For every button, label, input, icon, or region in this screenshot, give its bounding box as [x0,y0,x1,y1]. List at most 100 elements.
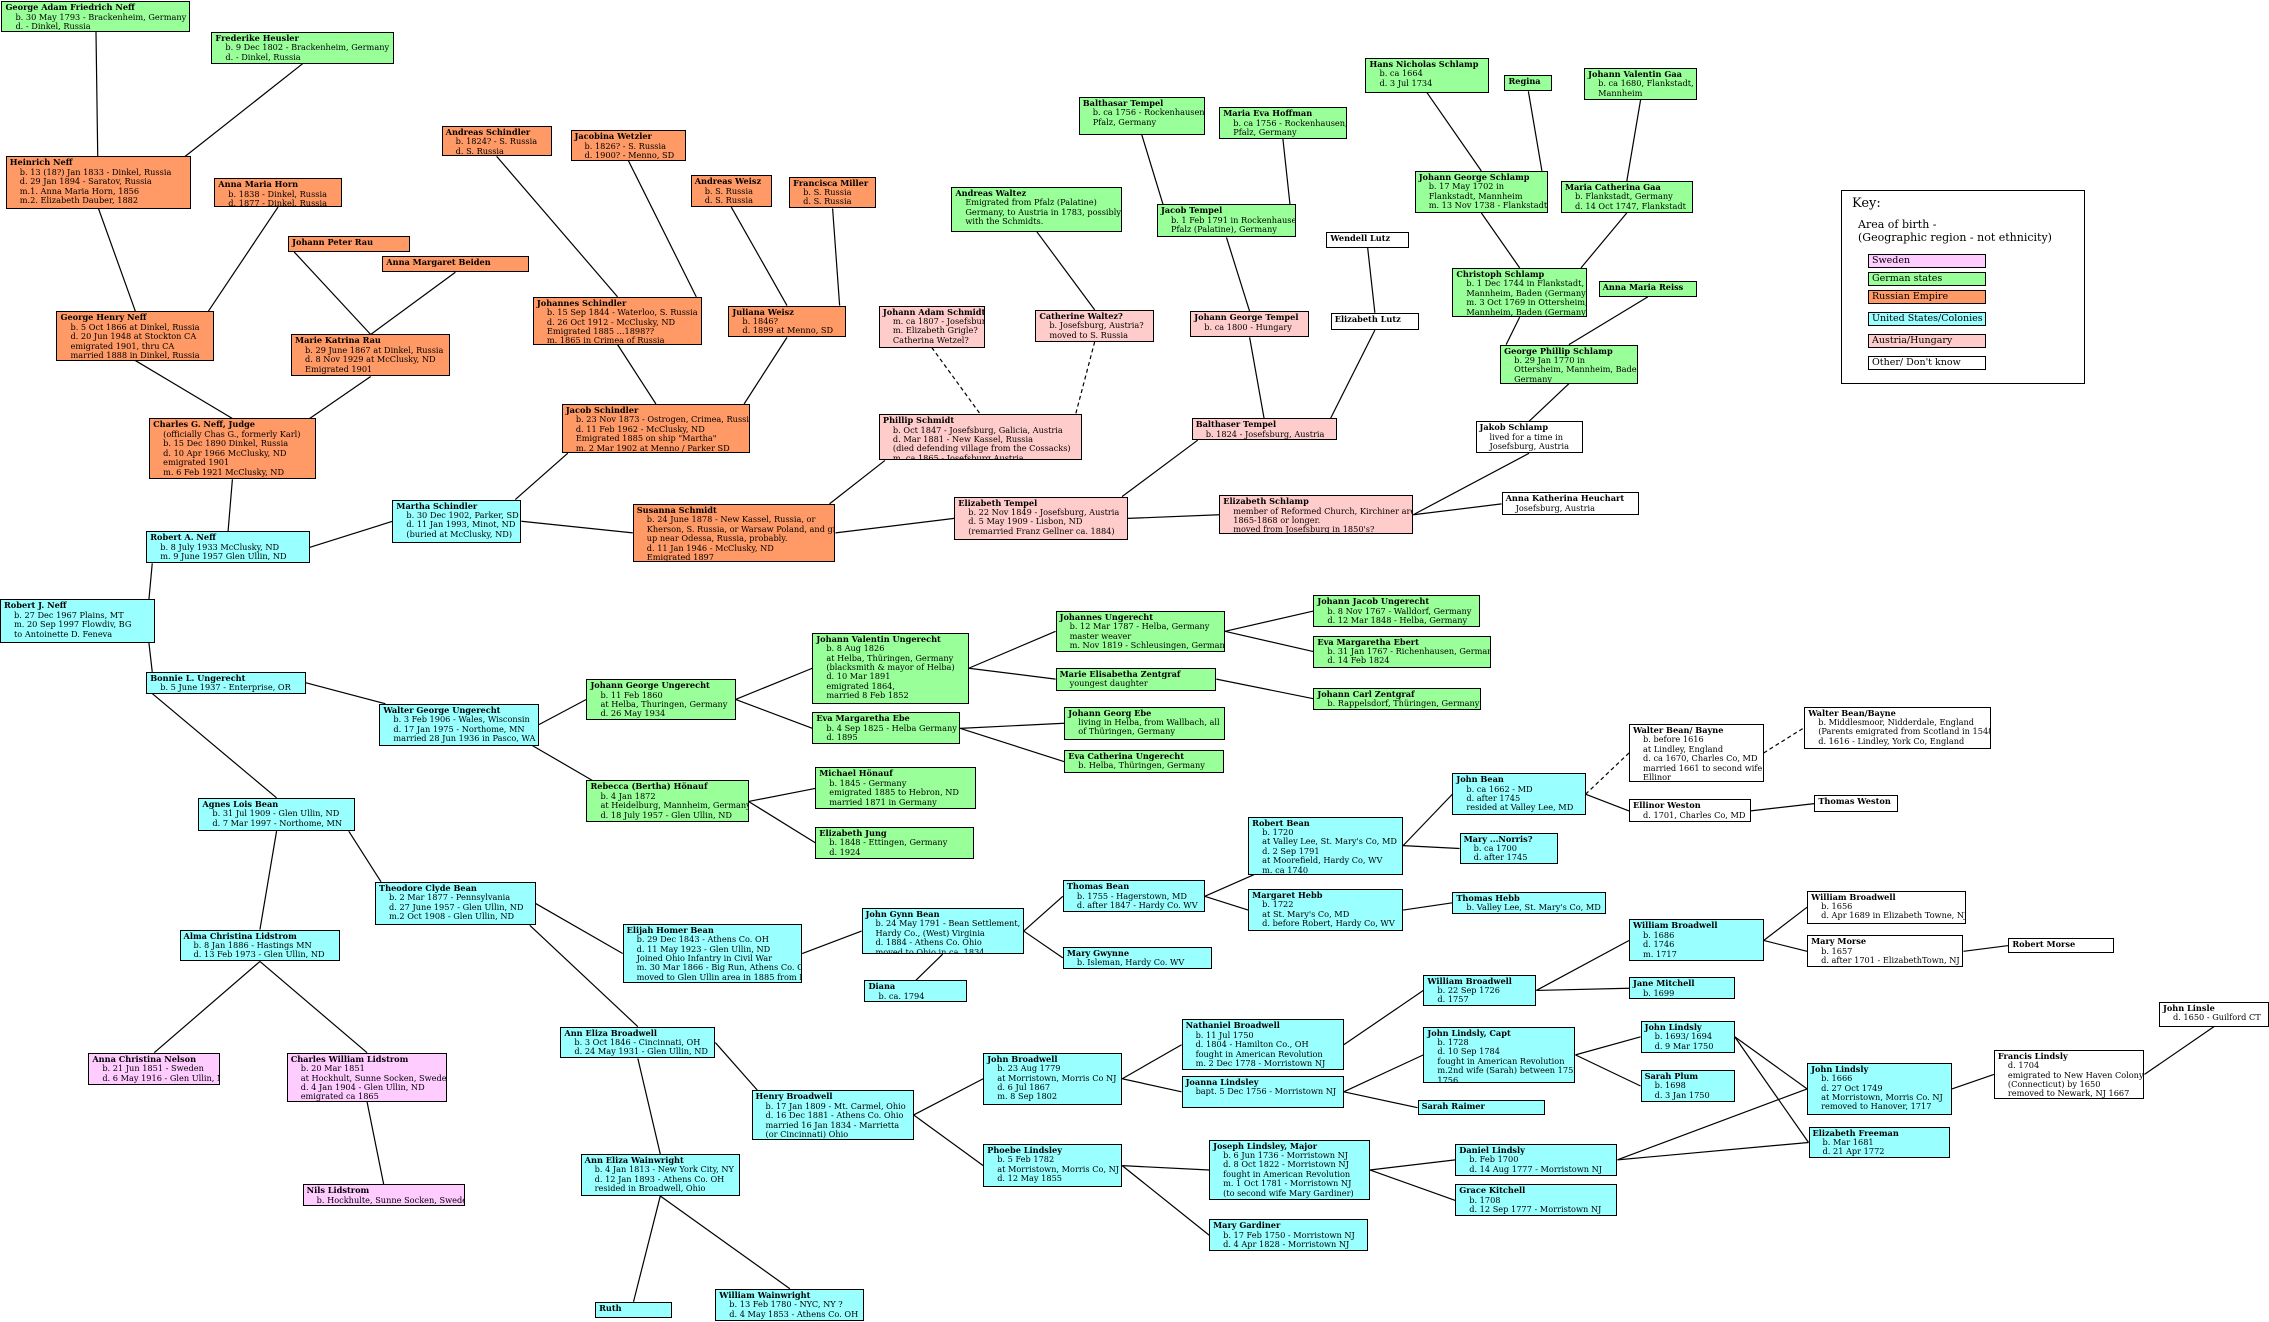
person-detail: b. 24 June 1878 - New Kassel, Russia, or [646,514,816,525]
person-name: Johann George Ungerecht [590,680,710,691]
person-name: John Broadwell [987,1053,1058,1064]
person-name: Elizabeth Tempel [958,497,1038,508]
person-detail: Emigrated 1885 on ship "Martha" [575,433,717,444]
legend-subtitle-2: (Geographic region - not ethnicity) [1858,231,2052,244]
connector-jprau-mkrau [293,251,372,335]
person-detail: b. before 1616 [1643,734,1704,745]
connector-jlindsleymajor-gkitchell [1369,1169,1456,1201]
person-detail: d. Mar 1881 - New Kassel, Russia [892,433,1033,444]
person-detail: b. Mar 1681 [1822,1136,1874,1147]
person-detail: Kherson, S. Russia, or Warsaw Poland, an… [646,523,836,534]
person-detail: b. 5 Feb 1782 [997,1154,1055,1165]
person-name: Mary Morse [1811,936,1867,947]
person-detail: d. Apr 1689 in Elizabeth Towne, NJ [1821,910,1967,921]
person-detail: b. 30 Dec 1902, Parker, SD [406,509,519,520]
person-detail: d. 14 Feb 1824 [1327,655,1390,666]
person-detail: b. 8 Aug 1826 [826,643,885,654]
connector-jwetzler-jschindler [627,160,697,298]
person-detail: b. 1838 - Dinkel, Russia [228,188,327,199]
person-box-thweston: Thomas Weston [1814,794,1899,813]
person-detail: married 16 Jan 1834 - Marrietta [765,1119,900,1130]
person-detail: b. 15 Sep 1844 - Waterloo, S. Russia [546,307,698,318]
person-detail: Mannheim [1598,87,1643,98]
person-detail: at Helba, Thüringen, Germany [826,652,954,663]
person-detail: b. 24 May 1791 - Bean Settlement, [875,918,1021,929]
person-detail: b. 1824 - Josefsburg, Austria [1205,428,1325,439]
person-name: Maria Catherina Gaa [1564,182,1661,192]
person-name: Johann Peter Rau [292,237,374,248]
person-detail: 1865-1868 or longer. [1233,515,1321,526]
connector-bungerecht-rjneff [148,642,153,672]
person-detail: Emigrated from Pfalz (Palatine) [965,197,1097,208]
person-detail: at Moorefield, Hardy Co, WV [1262,855,1383,866]
person-name: Balthaser Tempel [1195,419,1277,430]
person-detail: b. 1722 [1262,899,1294,910]
person-detail: b. 30 May 1793 - Brackenheim, Germany [15,11,187,22]
connector-jgbean-mgwynne [1023,930,1064,959]
person-detail: m. 1717 [1643,948,1677,959]
person-detail: b. 1 Feb 1791 in Rockenhausen, [1170,214,1296,225]
person-name: Sarah Plum [1644,1071,1699,1082]
connector-wlutz-elutz [1367,247,1376,313]
person-detail: d. 10 Mar 1891 [826,671,891,682]
person-detail: d. 12 May 1855 [997,1173,1062,1184]
person-detail: b. 6 Jun 1736 - Morristown NJ [1223,1149,1349,1160]
person-name: William Wainwright [719,1289,811,1300]
person-name: Jacob Schindler [565,404,639,415]
person-name: Bonnie L. Ungerecht [150,672,246,683]
person-name: John Lindsly [1811,1063,1869,1074]
connector-bungerecht-wgungerecht [305,682,386,705]
person-detail: (Parents emigrated from Scotland in 1548… [1818,726,1991,737]
person-name: Jacob Tempel [1160,205,1223,216]
connector-mhebb-thhebb [1403,902,1453,911]
person-box-jprau: Johann Peter Rau [288,236,410,252]
dashed-connector-jaschmidt-pschmidt [931,347,981,415]
person-detail: d. 20 Jun 1948 at Stockton CA [70,331,197,342]
connector-flindsly-jlinsle [2144,1026,2215,1075]
person-name: Rebecca (Bertha) Hönauf [590,781,708,792]
connector-jgbean-diana [915,953,944,981]
connector-gpschlamp-jakschlamp [1528,383,1570,422]
person-detail: Mannheim, Baden (Germany) [1466,306,1587,317]
person-detail: b. 8 Jan 1886 - Hastings MN [193,940,312,951]
person-detail: emigrated 1901 [163,457,230,468]
person-detail: married 8 Feb 1852 [826,690,909,701]
person-detail: d. 1757 [1437,994,1469,1005]
connector-jakschlamp-eschlamp [1412,452,1530,516]
connector-dlindsly-jlindsly1666 [1617,1088,1808,1161]
person-detail: b. S. Russia [704,185,753,196]
person-detail: m. 9 June 1957 Glen Ullin, ND [160,551,287,562]
person-detail: b. 13 (18?) Jan 1833 - Dinkel, Russia [19,166,172,177]
connector-elutz-btempel2 [1329,329,1376,419]
person-name: Eva Catherina Ungerecht [1068,751,1184,762]
person-detail: m. ca 1807 - Josefsburg, Austria? [892,315,984,326]
person-name: George Phillip Schlamp [1504,345,1613,356]
person-name: Thomas Weston [1818,795,1891,806]
person-detail: emigrated to New Haven Colony [2007,1069,2144,1080]
person-detail: b. Isleman, Hardy Co. WV [1076,957,1185,968]
connector-jgbean-thbean [1023,895,1064,932]
person-name: Charles G. Neff, Judge [153,419,256,430]
person-detail: b. 4 Jan 1872 [600,790,656,801]
connector-acbean-cwlidstrom [259,961,368,1054]
person-detail: bapt. 5 Dec 1756 - Morristown NJ [1195,1086,1337,1097]
person-detail: Emigrated 1885 ...1898?? [546,326,655,337]
connector-ghneff-cgneff [135,360,233,419]
person-detail: b. 8 Nov 1767 - Walldorf, Germany [1327,605,1472,616]
person-name: Elizabeth Freeman [1812,1127,1899,1138]
person-detail: b. ca 1756 - Rockenhausen, [1092,107,1205,118]
person-detail: d. 29 Jan 1894 - Saratov, Russia [19,176,152,187]
connector-etempel-sschmidt [835,517,955,534]
person-detail: b. 23 Aug 1779 [997,1063,1061,1074]
person-detail: married 28 Jun 1936 in Pasco, WA [393,732,536,743]
